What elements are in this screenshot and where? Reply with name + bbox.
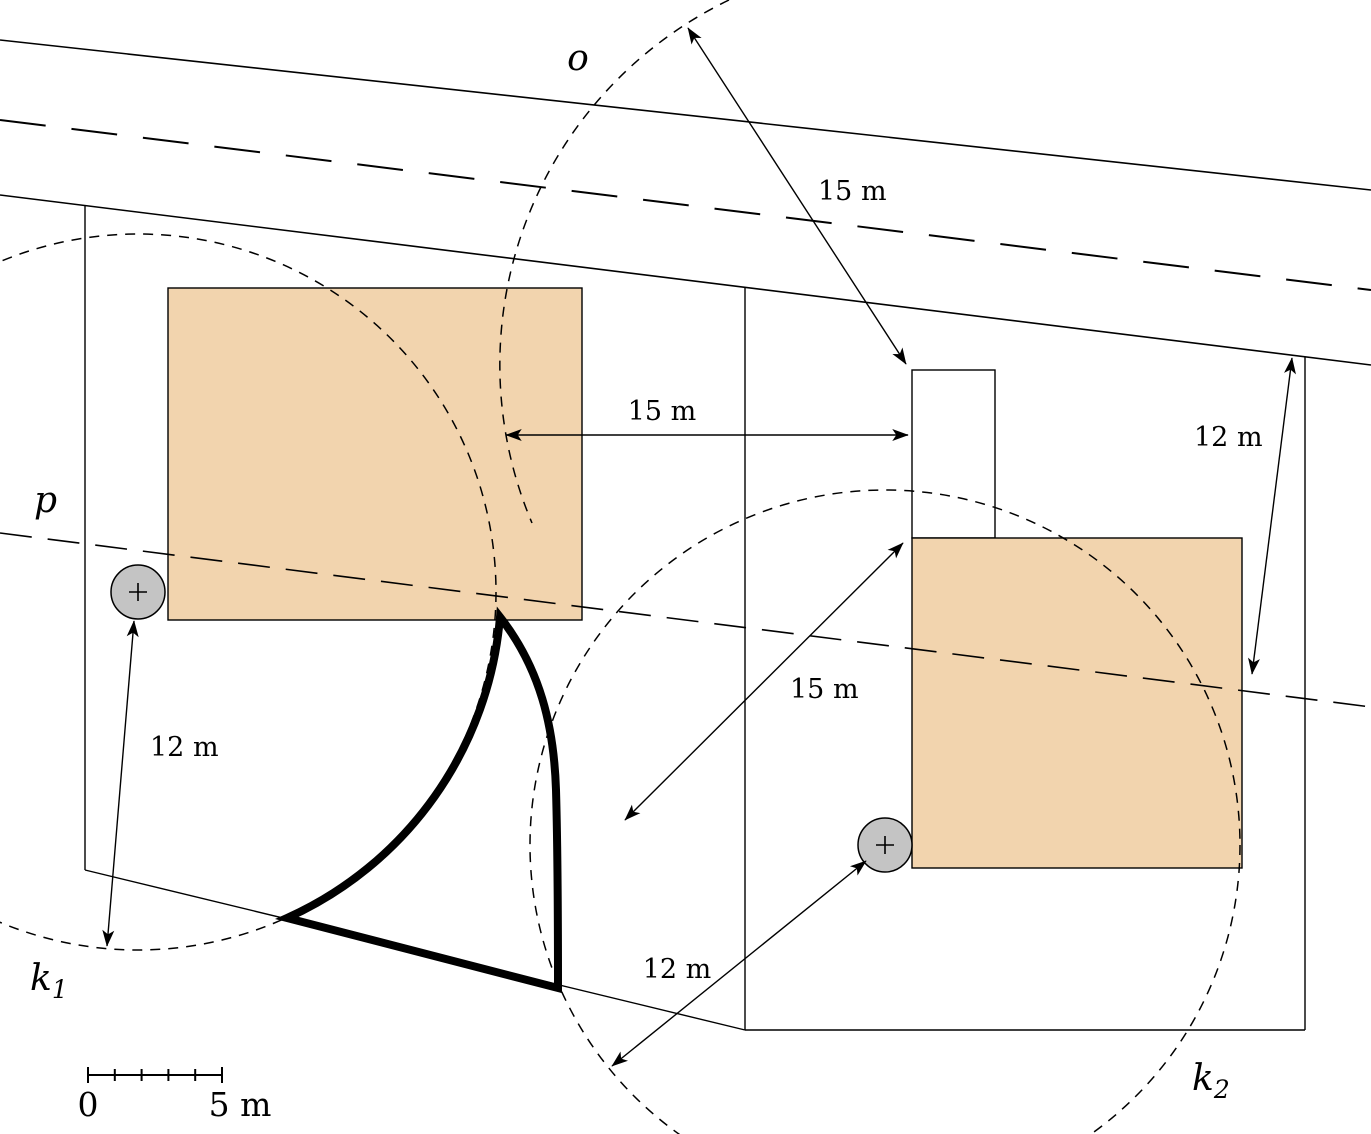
tree2-plus-icon: [876, 836, 894, 854]
dim-arrow-road-right: [1248, 357, 1296, 675]
tree-symbol-2: [857, 817, 913, 873]
dim-label-road-right: 12 m: [1194, 422, 1263, 453]
scale-bar-five-label: 5 m: [209, 1085, 272, 1124]
building-right: [911, 537, 1243, 869]
tree1-clearance-circle-k1: [0, 233, 497, 951]
dim-label-road-garage: 15 m: [818, 176, 887, 207]
dim-arrow-tree2: [611, 860, 867, 1067]
dim-label-building-region: 15 m: [790, 674, 859, 705]
dim-building-gap-horizontal: 15 m: [505, 396, 909, 441]
garage-right: [911, 369, 996, 539]
dim-label-tree2: 12 m: [643, 954, 712, 985]
tree2-clearance-circle-k2: [529, 489, 1241, 1134]
tree1-plus-icon: [129, 583, 147, 601]
building-left: [167, 287, 583, 621]
circle-k1-label: k1: [30, 958, 68, 1004]
dim-road-to-garage-corner: 15 m: [687, 27, 907, 365]
dim-label-building-gap: 15 m: [628, 396, 697, 427]
dim-arrow-building-region: [624, 542, 904, 821]
dim-label-tree1: 12 m: [150, 732, 219, 763]
dim-arrow-tree1: [102, 620, 139, 947]
dim-building-to-region: 15 m: [624, 542, 904, 821]
tree-symbol-1: [110, 564, 166, 620]
circle-k1-label-sub: 1: [52, 975, 68, 1004]
circle-k2-label: k2: [1192, 1058, 1230, 1104]
line-p-label: p: [34, 480, 57, 521]
scale-bar: 0 5 m: [78, 1067, 272, 1124]
road-axis-line: [0, 119, 1371, 291]
dim-tree2-radius: 12 m: [611, 860, 867, 1067]
dim-road-right-offset: 12 m: [1194, 357, 1296, 675]
scale-bar-zero-label: 0: [78, 1085, 99, 1124]
dim-tree1-radius: 12 m: [102, 620, 219, 947]
dim-arrow-road-garage: [687, 27, 907, 365]
scale-bar-ticks: [87, 1067, 223, 1083]
road-edge-top: [0, 39, 1371, 191]
circle-k2-label-sub: 2: [1213, 1075, 1230, 1104]
road-edge-bottom: [0, 194, 1371, 366]
road-axis-label: o: [567, 38, 589, 79]
solution-region-outline: [274, 606, 563, 994]
circle-k2-label-base: k: [1192, 1058, 1214, 1099]
circle-k1-label-base: k: [30, 958, 52, 999]
